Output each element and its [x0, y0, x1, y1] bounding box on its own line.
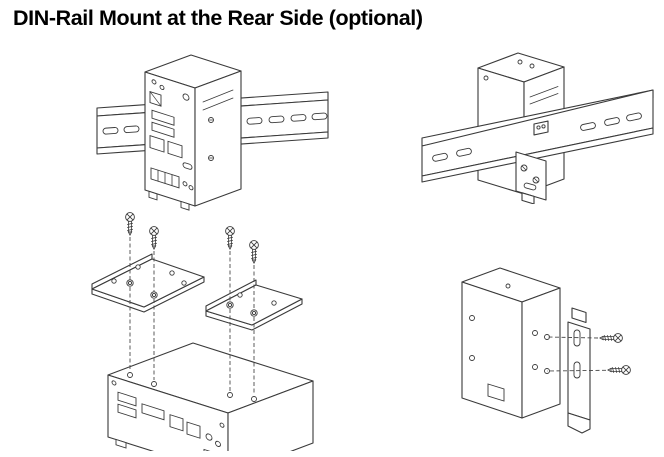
screw-icon — [149, 226, 159, 250]
screw-icon — [249, 240, 259, 264]
device — [144, 54, 242, 211]
device — [107, 342, 314, 451]
figure-device-on-din-rail-rear — [421, 52, 654, 204]
figure-device-on-din-rail-front — [96, 54, 329, 211]
figure-exploded-brackets-screws — [91, 212, 314, 451]
front-panel-ports — [111, 380, 225, 451]
figure-din-clip-screw-attachment — [461, 267, 631, 434]
screw-icon — [125, 212, 135, 236]
din-rail-clip — [515, 120, 549, 204]
device — [461, 267, 561, 419]
front-panel-ports — [149, 79, 194, 191]
screw-icon — [599, 333, 623, 343]
page-title: DIN-Rail Mount at the Rear Side (optiona… — [13, 6, 423, 30]
screw-icon — [225, 226, 235, 250]
assembly-guide-lines — [546, 336, 607, 372]
screw-icon — [607, 365, 631, 375]
rail-slots — [432, 112, 642, 162]
mounting-bracket-left — [91, 253, 205, 313]
device-feet — [148, 190, 190, 211]
side-panel-screws — [202, 89, 234, 161]
assembly-guide-lines — [129, 237, 255, 395]
rail-slots — [102, 112, 328, 135]
